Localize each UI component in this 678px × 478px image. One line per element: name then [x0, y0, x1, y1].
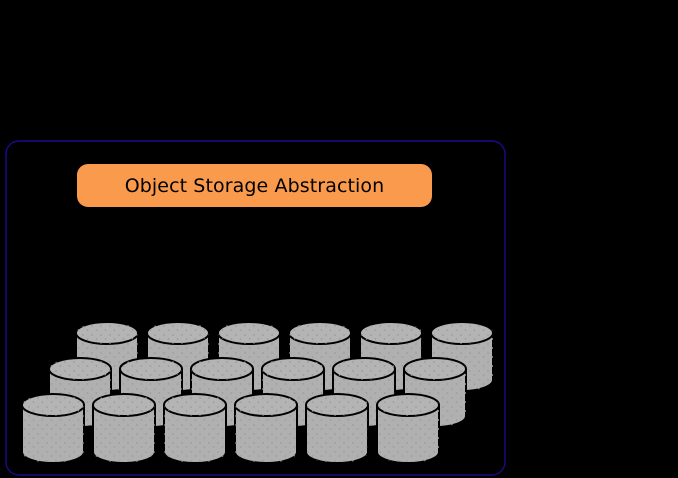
- storage-cylinder[interactable]: [92, 393, 156, 464]
- cylinder-top: [21, 393, 85, 417]
- cylinder-top: [119, 357, 183, 381]
- cylinder-top: [234, 393, 298, 417]
- cylinder-top: [75, 321, 139, 345]
- cylinder-top: [261, 357, 325, 381]
- storage-cylinder[interactable]: [163, 393, 227, 464]
- object-storage-abstraction-label-text: Object Storage Abstraction: [124, 174, 385, 197]
- cylinder-top: [332, 357, 396, 381]
- cylinder-top: [403, 357, 467, 381]
- storage-cylinder[interactable]: [376, 393, 440, 464]
- storage-cylinder[interactable]: [305, 393, 369, 464]
- cylinder-top: [163, 393, 227, 417]
- storage-cylinder[interactable]: [21, 393, 85, 464]
- object-storage-abstraction-label[interactable]: Object Storage Abstraction: [77, 164, 432, 207]
- cylinder-top: [217, 321, 281, 345]
- cylinder-top: [305, 393, 369, 417]
- cylinder-top: [48, 357, 112, 381]
- object-storage-group-boundary: [5, 140, 506, 476]
- disk-array: [21, 321, 494, 464]
- cylinder-top: [359, 321, 423, 345]
- cylinder-top: [190, 357, 254, 381]
- cylinder-top: [376, 393, 440, 417]
- cylinder-top: [146, 321, 210, 345]
- cylinder-top: [430, 321, 494, 345]
- cylinder-top: [92, 393, 156, 417]
- cylinder-top: [288, 321, 352, 345]
- storage-cylinder[interactable]: [234, 393, 298, 464]
